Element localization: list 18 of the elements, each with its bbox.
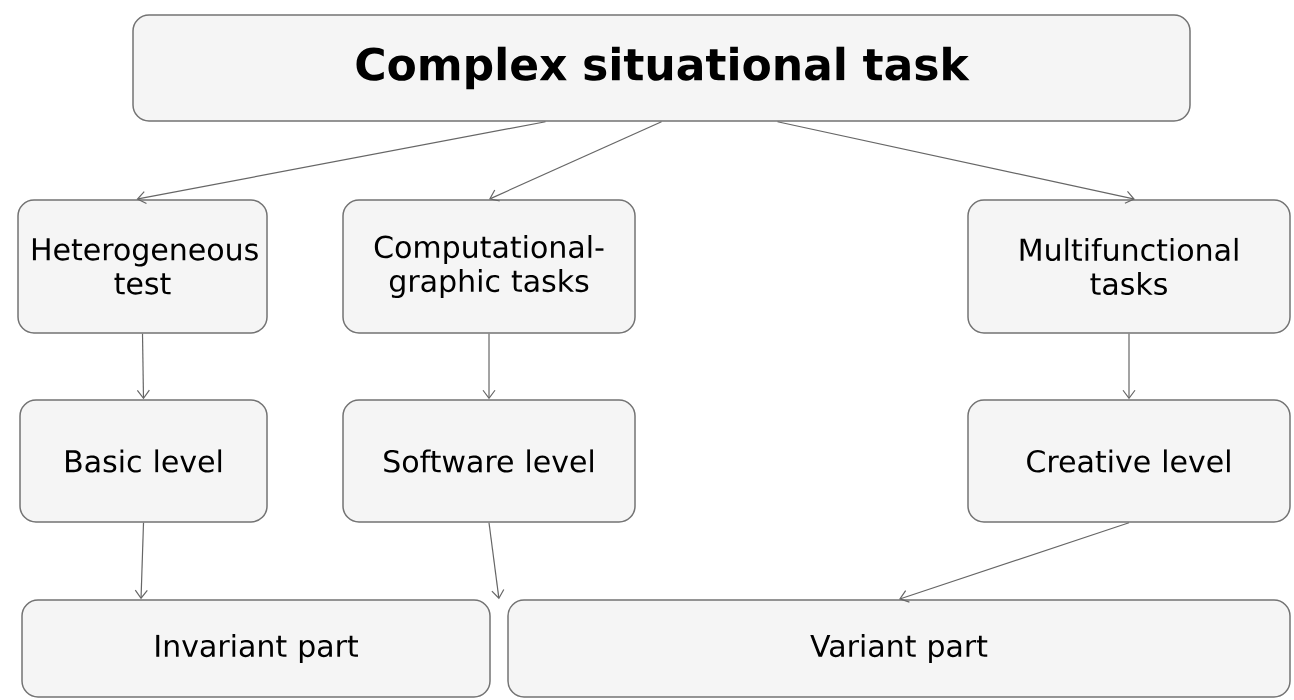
- process-box: Creative level: [967, 399, 1291, 523]
- arrow: [134, 522, 148, 600]
- arrow: [488, 522, 505, 600]
- arrow: [899, 522, 1130, 603]
- title-box: Complex situational task: [132, 14, 1191, 122]
- arrow: [776, 121, 1135, 204]
- process-box: Basic level: [19, 399, 268, 523]
- arrow: [136, 333, 150, 400]
- process-box: Software level: [342, 399, 636, 523]
- process-box: Multifunctional tasks: [967, 199, 1291, 334]
- arrow: [489, 121, 663, 202]
- process-box: Heterogeneous test: [17, 199, 268, 334]
- process-box: Computational-graphic tasks: [342, 199, 636, 334]
- arrow: [136, 121, 547, 205]
- process-box: Invariant part: [21, 599, 491, 698]
- process-box: Variant part: [507, 599, 1291, 698]
- arrow: [1122, 333, 1136, 400]
- arrow: [482, 333, 496, 400]
